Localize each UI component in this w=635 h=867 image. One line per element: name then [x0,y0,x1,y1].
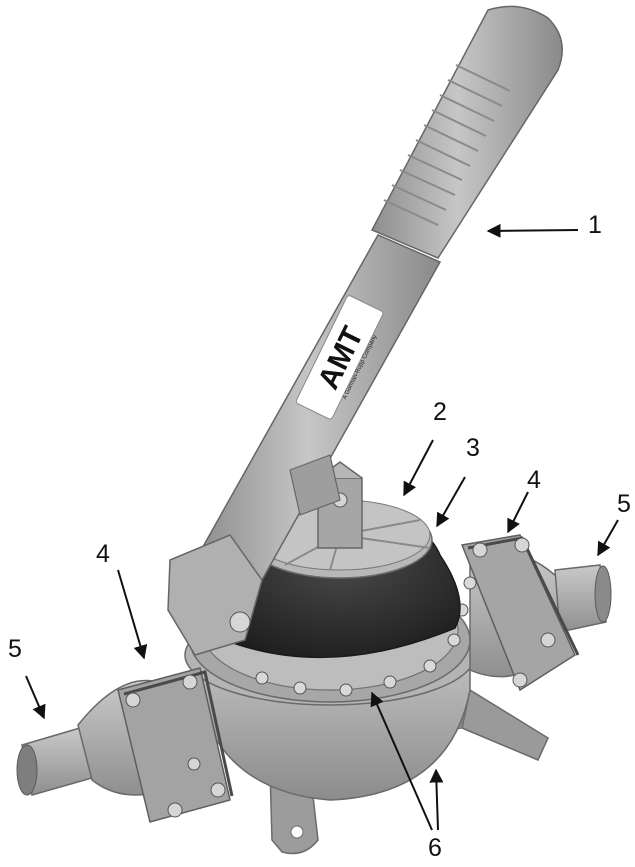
arrow-1 [486,223,579,238]
arrow-3 [436,476,466,528]
left-port [16,667,234,823]
arrow-5-left [25,675,46,720]
arrow-6b [429,768,444,831]
arrow-6a [370,691,433,831]
arrow-icon [25,223,619,831]
callout-5-left: 5 [8,635,22,663]
arrow-4-left [117,569,148,660]
callout-4-right: 4 [527,466,541,494]
arrow-4-right [507,491,529,534]
right-port [460,534,612,692]
bolt-icon [125,674,226,818]
callout-4-left: 4 [96,540,110,568]
arrow-5-right [597,519,619,557]
callout-2: 2 [433,398,447,426]
callout-6: 6 [428,834,442,862]
callout-1: 1 [588,211,602,239]
callout-3: 3 [466,434,480,462]
callout-5-right: 5 [617,490,631,518]
arrow-2 [403,439,434,497]
flange-icon [117,667,234,823]
